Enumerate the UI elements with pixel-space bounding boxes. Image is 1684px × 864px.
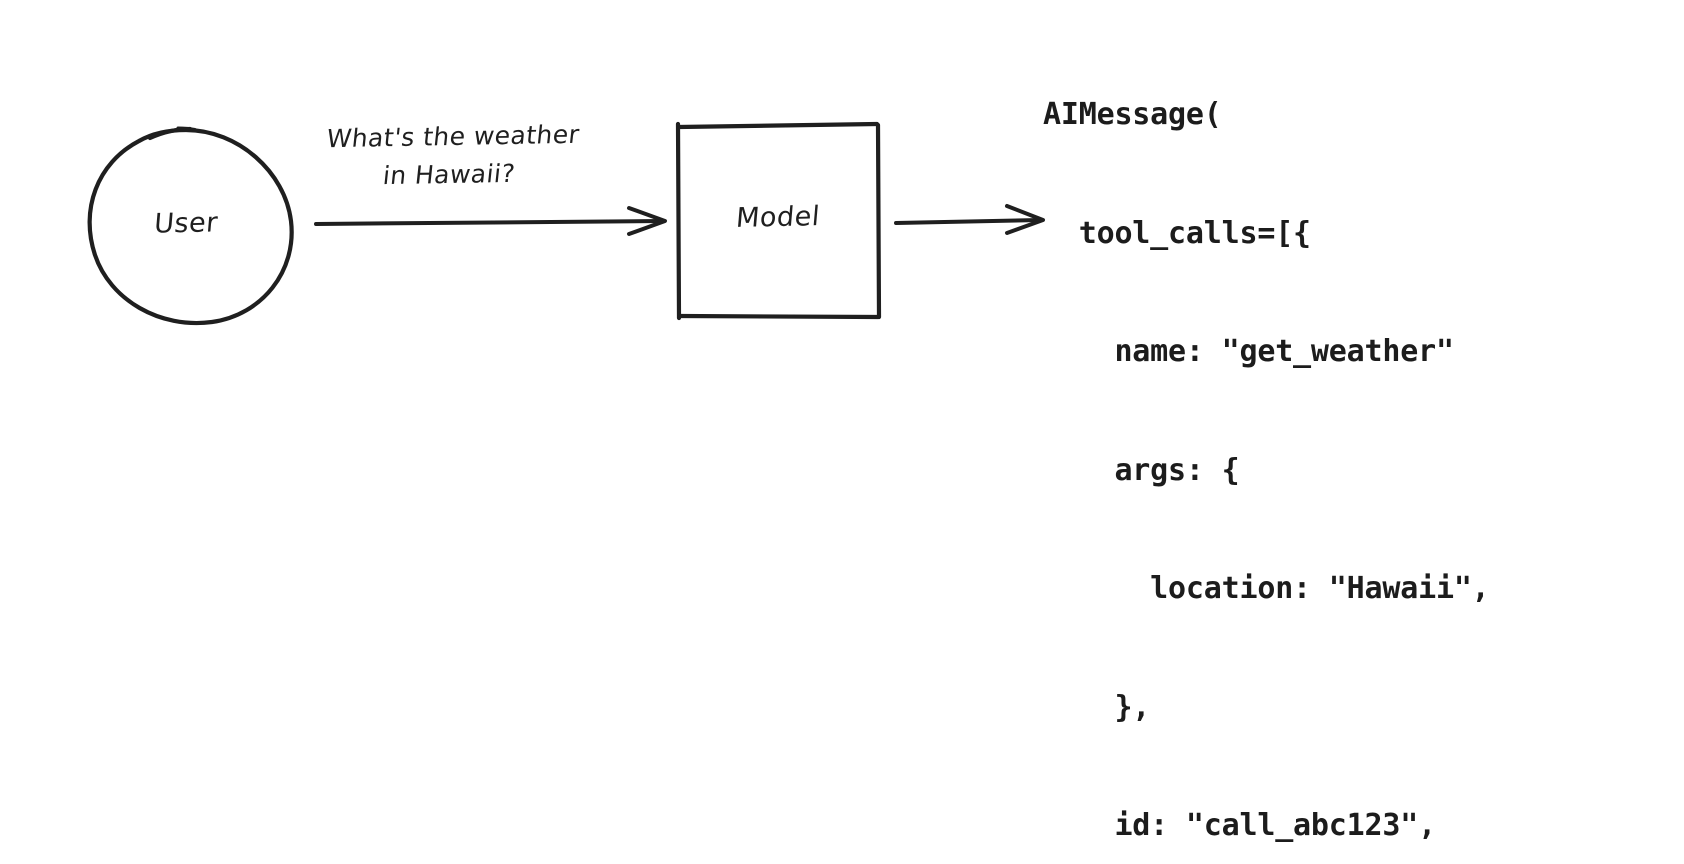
ai-message-code-block: AIMessage( tool_calls=[{ name: "get_weat… <box>1043 16 1490 864</box>
code-line: name: "get_weather" <box>1043 334 1454 369</box>
code-line: id: "call_abc123", <box>1043 808 1436 843</box>
edge-label-line-1: What's the weather <box>325 119 581 154</box>
model-node-label: Model <box>734 201 822 234</box>
code-line: location: "Hawaii", <box>1043 571 1490 606</box>
edge-label-line-2: in Hawaii? <box>381 158 517 191</box>
code-line: AIMessage( <box>1043 97 1222 132</box>
user-node-label: User <box>152 207 220 240</box>
code-line: }, <box>1043 689 1151 725</box>
arrow-model-to-output <box>894 204 1045 235</box>
diagram-canvas: User Model What's the weather in Hawaii?… <box>87 97 1490 843</box>
code-line: tool_calls=[{ <box>1043 215 1311 251</box>
code-line: args: { <box>1043 452 1240 488</box>
edge-label-user-to-model: What's the weather in Hawaii? <box>292 115 611 196</box>
